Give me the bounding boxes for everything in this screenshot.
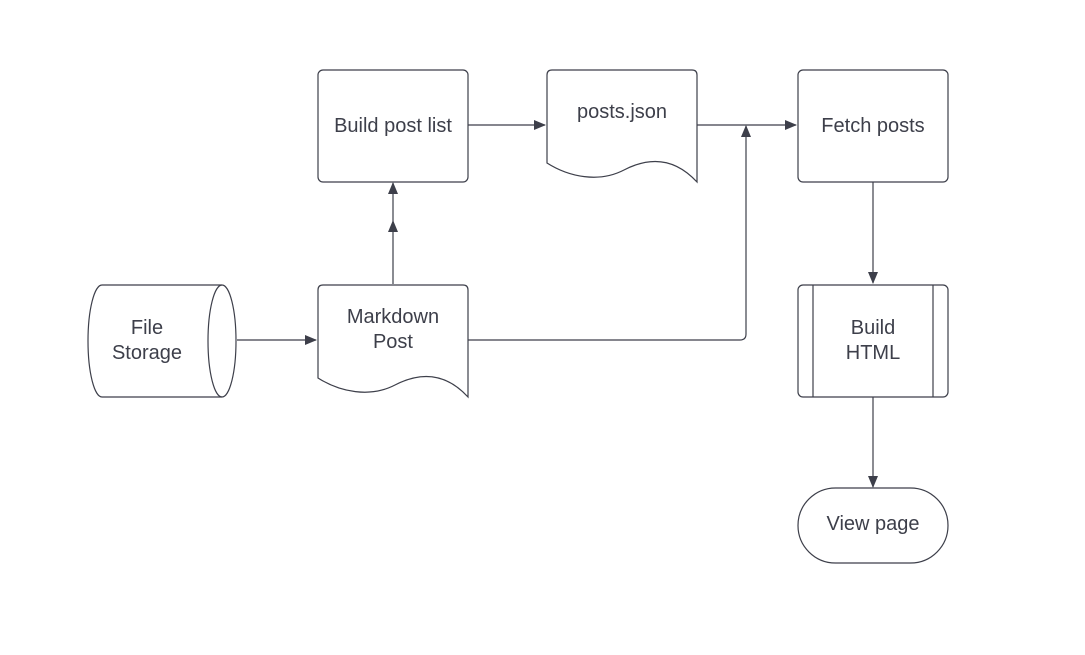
document-shape (317, 284, 469, 399)
cylinder-shape (87, 284, 237, 398)
node-file-storage[interactable] (87, 284, 237, 398)
node-markdown-post[interactable] (317, 284, 469, 399)
node-posts-json[interactable] (546, 69, 698, 184)
process-shape (797, 69, 949, 183)
process-shape (317, 69, 469, 183)
terminator-shape (797, 487, 949, 564)
node-build-post-list[interactable] (317, 69, 469, 183)
node-view-page[interactable] (797, 487, 949, 564)
cylinder-front-rim (207, 284, 223, 398)
node-fetch-posts[interactable] (797, 69, 949, 183)
node-build-html[interactable] (797, 284, 949, 398)
document-shape (546, 69, 698, 184)
predefined-process-shape (797, 284, 949, 398)
edge-midline-arrow-icon (388, 220, 398, 232)
edge-markdown-post-to-fetch-posts (468, 125, 751, 341)
